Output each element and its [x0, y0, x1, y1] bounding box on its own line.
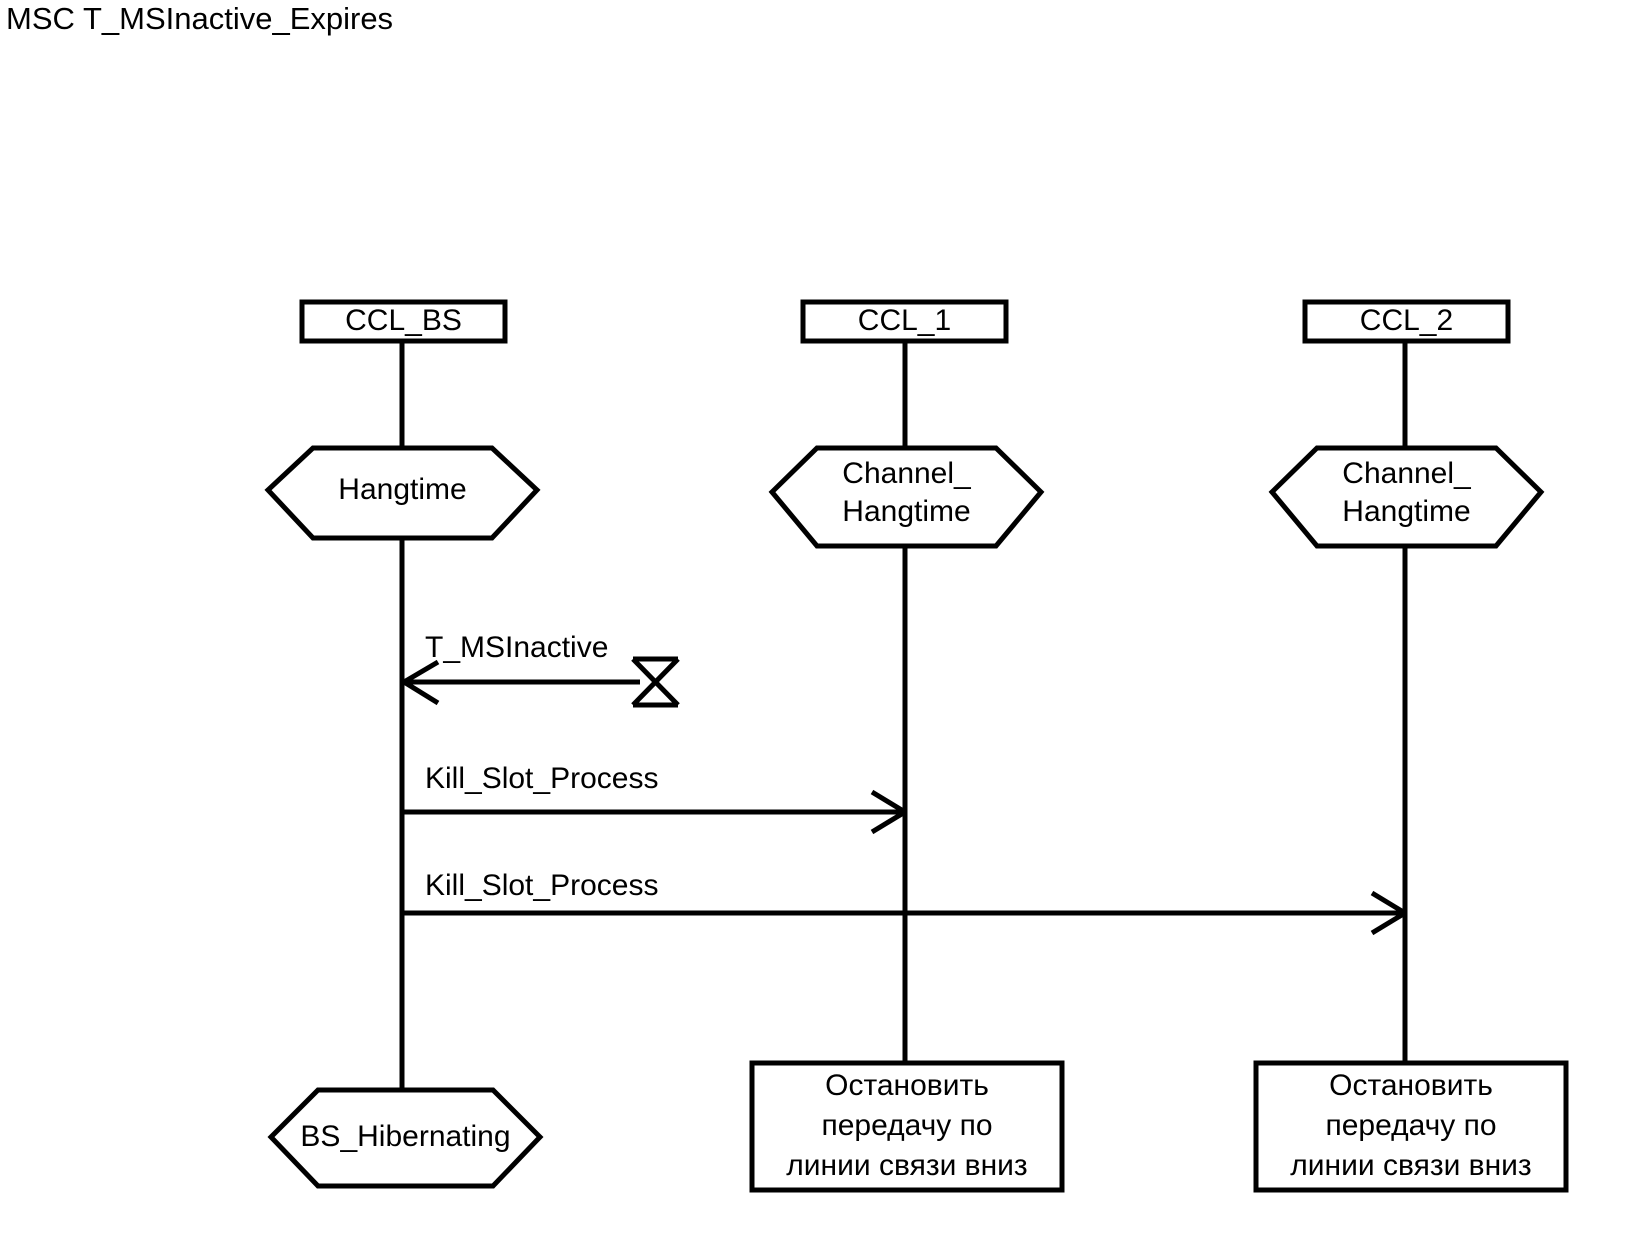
message-label-kill-slot-process-1: Kill_Slot_Process [425, 762, 659, 795]
message-kill-slot-process-2-arrow[interactable] [402, 890, 1407, 936]
action-label-ccl-1-line1: Остановить [825, 1069, 989, 1102]
condition-channel-hangtime-2-shape[interactable] [1268, 445, 1545, 549]
instance-ccl-1[interactable] [803, 302, 1006, 341]
action-label-ccl-2-line3: линии связи вниз [1290, 1149, 1532, 1182]
condition-channel-hangtime-1-shape[interactable] [768, 445, 1045, 549]
timer-label-t-msinactive: T_MSInactive [425, 631, 609, 664]
condition-label-channel-hangtime-2-line2: Hangtime [1342, 495, 1471, 528]
condition-label-channel-hangtime-1-line2: Hangtime [842, 495, 971, 528]
instance-head-label-ccl-bs: CCL_BS [345, 304, 462, 337]
message-kill-slot-process-1-arrow[interactable] [402, 789, 907, 835]
condition-label-channel-hangtime-2-line1: Channel_ [1342, 457, 1471, 490]
message-label-kill-slot-process-2: Kill_Slot_Process [425, 869, 659, 902]
instance-head-label-ccl-1: CCL_1 [857, 304, 952, 337]
condition-label-hangtime: Hangtime [338, 473, 467, 506]
page-title: MSC T_MSInactive_Expires [6, 1, 394, 36]
condition-label-bs-hibernating: BS_Hibernating [300, 1120, 511, 1153]
condition-label-channel-hangtime-1-line1: Channel_ [842, 457, 971, 490]
instance-ccl-2[interactable] [1305, 302, 1508, 341]
condition-hangtime-shape[interactable] [264, 445, 541, 541]
timer-t-msinactive-symbol[interactable] [402, 656, 680, 708]
instance-head-ccl-bs[interactable] [299, 299, 508, 344]
action-label-ccl-2-line1: Остановить [1329, 1069, 1493, 1102]
instance-head-ccl-2[interactable] [1302, 299, 1511, 344]
action-box-ccl-1[interactable] [749, 1060, 1065, 1193]
instance-ccl-bs[interactable] [302, 302, 505, 341]
action-box-ccl-2[interactable] [1253, 1060, 1569, 1193]
instance-head-label-ccl-2: CCL_2 [1359, 304, 1454, 337]
action-label-ccl-2-line2: передачу по [1325, 1109, 1497, 1142]
action-label-ccl-1-line2: передачу по [821, 1109, 993, 1142]
action-label-ccl-1-line3: линии связи вниз [786, 1149, 1028, 1182]
condition-bs-hibernating-shape[interactable] [267, 1087, 544, 1189]
instance-head-ccl-1[interactable] [800, 299, 1009, 344]
